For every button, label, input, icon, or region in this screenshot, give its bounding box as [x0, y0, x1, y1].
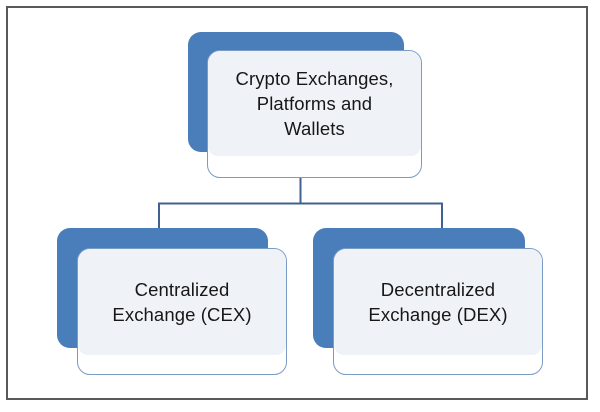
node-cex[interactable]: Centralized Exchange (CEX) [57, 228, 287, 375]
node-dex-card[interactable]: Decentralized Exchange (DEX) [333, 248, 543, 375]
node-root-label: Crypto Exchanges, Platforms and Wallets [235, 68, 394, 139]
node-dex-label: Decentralized Exchange (DEX) [368, 279, 508, 325]
node-root[interactable]: Crypto Exchanges, Platforms and Wallets [188, 32, 422, 178]
node-cex-label: Centralized Exchange (CEX) [112, 279, 252, 325]
node-dex-panel: Decentralized Exchange (DEX) [334, 249, 542, 355]
node-dex[interactable]: Decentralized Exchange (DEX) [313, 228, 543, 375]
node-cex-card[interactable]: Centralized Exchange (CEX) [77, 248, 287, 375]
diagram-frame [6, 6, 588, 400]
node-root-card[interactable]: Crypto Exchanges, Platforms and Wallets [207, 50, 422, 178]
node-root-panel: Crypto Exchanges, Platforms and Wallets [208, 51, 421, 156]
node-cex-panel: Centralized Exchange (CEX) [78, 249, 286, 355]
